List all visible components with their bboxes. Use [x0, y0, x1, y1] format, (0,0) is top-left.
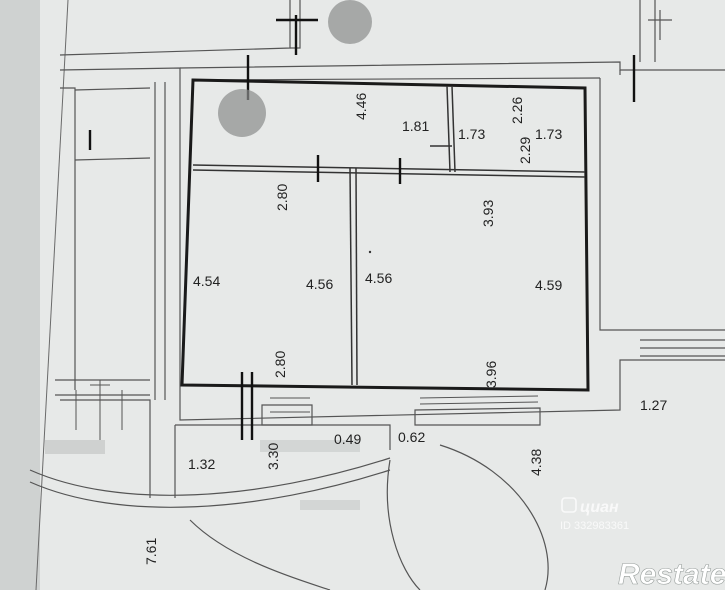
apartment-walls — [180, 78, 590, 392]
dimension-label: 1.32 — [188, 456, 215, 472]
dimension-label: 4.59 — [535, 277, 562, 293]
surrounding-walls — [29, 0, 725, 590]
dimension-label: 2.26 — [509, 97, 525, 124]
dimension-label: 4.54 — [193, 273, 220, 289]
dimension-label: 0.49 — [334, 431, 361, 447]
dimension-label: 2.80 — [272, 351, 288, 378]
dimension-label: 3.93 — [480, 200, 496, 227]
dimension-label: 2.80 — [274, 184, 290, 211]
dimension-label: 3.30 — [265, 443, 281, 470]
interior-walls — [192, 85, 586, 386]
dimension-labels: 4.46 1.81 1.73 2.26 2.29 1.73 2.80 3.93 … — [143, 93, 667, 565]
dimension-label: 1.81 — [402, 118, 429, 134]
blurred-marks — [218, 0, 372, 137]
dimension-label: 0.62 — [398, 429, 425, 445]
stair-hatches — [75, 380, 539, 440]
dimension-label: 4.46 — [353, 93, 369, 120]
restate-logo-text: Restate — [618, 558, 725, 590]
left-shadow — [0, 0, 40, 590]
dimension-label: 1.73 — [458, 126, 485, 142]
cian-id-text: ID 332983361 — [560, 520, 629, 532]
cian-watermark: циан ID 332983361 — [560, 497, 629, 532]
restate-watermark: Restate — [618, 558, 725, 590]
marker-dot — [368, 250, 372, 254]
dimension-label: 1.73 — [535, 126, 562, 142]
page-edge-left — [35, 0, 69, 590]
dimension-label: 2.29 — [517, 137, 533, 164]
dimension-label: 7.61 — [143, 538, 159, 565]
dimension-label: 4.56 — [306, 276, 333, 292]
cian-logo-icon — [561, 497, 577, 513]
dimension-label: 4.38 — [528, 449, 544, 476]
cian-brand-text: циан — [580, 499, 619, 516]
dimension-label: 3.96 — [483, 361, 499, 388]
dimension-label: 4.56 — [365, 270, 392, 286]
door-ticks — [88, 15, 636, 440]
faint-smudges — [45, 440, 360, 510]
dimension-label: 1.27 — [640, 397, 667, 413]
